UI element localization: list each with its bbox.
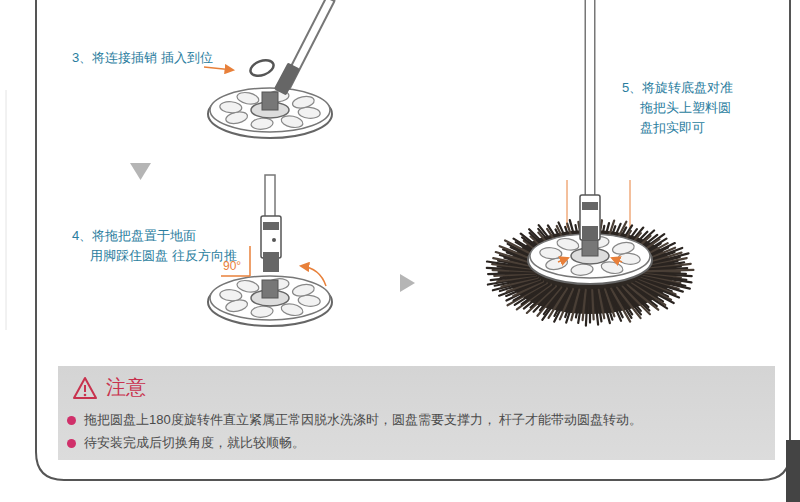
note-text: 拖把圆盘上180度旋转件直立紧属正常因脱水洗涤时，圆盘需要支撑力， 杆子才能带动… [84,412,642,428]
right-arrow [400,274,415,292]
step-caption: 4、将拖把盘置于地面 用脚踩住圆盘 往反方向推 [72,226,247,266]
bullet-dot [67,439,76,448]
side-bar [786,440,800,502]
step5-figure [487,0,694,326]
down-arrow [130,163,151,180]
angle-label: 90° [223,256,253,276]
warning-icon [72,376,98,400]
step-caption: 3、将连接插销 插入到位 [72,48,222,68]
note-title: 注意 [106,374,146,400]
step-caption: 5、将旋转底盘对准 拖把头上塑料圆 盘扣实即可 [622,78,787,138]
note-text: 待安装完成后切换角度，就比较顺畅。 [84,435,305,451]
edge-line [6,90,7,330]
step3-figure [204,0,332,138]
bullet-dot [67,416,76,425]
note-panel: 注意拖把圆盘上180度旋转件直立紧属正常因脱水洗涤时，圆盘需要支撑力， 杆子才能… [58,366,775,460]
frame [36,0,790,480]
